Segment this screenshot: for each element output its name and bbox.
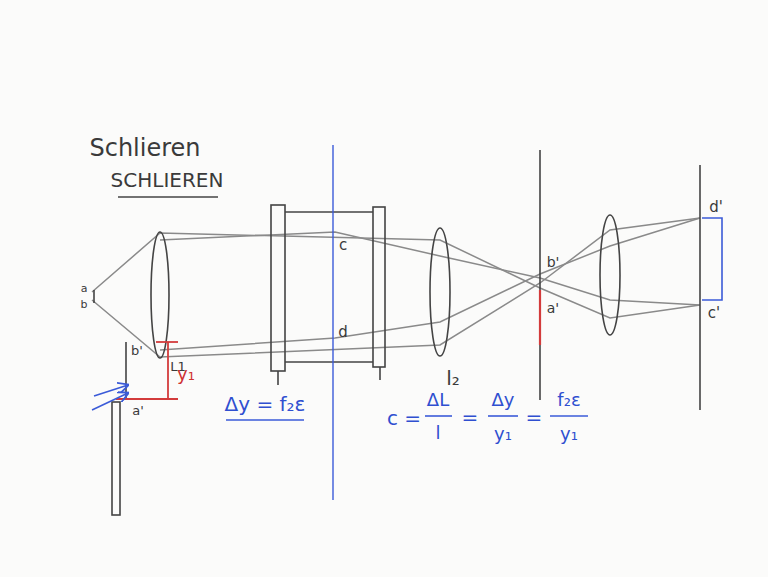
dimension-line xyxy=(167,342,169,400)
source-slit xyxy=(93,290,95,303)
equation: ΔL xyxy=(427,391,449,409)
equation: = xyxy=(526,407,543,427)
test-window xyxy=(271,205,285,371)
underline xyxy=(226,419,304,421)
fraction-bar xyxy=(550,415,588,417)
dimension-tick xyxy=(156,341,178,343)
slit-image xyxy=(125,342,127,400)
equation: l xyxy=(435,424,440,442)
point-label: a xyxy=(81,283,88,294)
underline xyxy=(118,196,218,198)
screen xyxy=(699,165,701,410)
fraction-bar xyxy=(488,415,518,417)
dimension-label: y₁ xyxy=(177,365,195,383)
point-label: c' xyxy=(708,306,720,321)
point-label: a' xyxy=(547,301,559,315)
equation: f₂ε xyxy=(557,391,580,409)
schlieren-plane xyxy=(332,145,333,500)
point-label: b' xyxy=(547,255,560,269)
image-bracket xyxy=(702,218,722,300)
cut-off-source-image xyxy=(539,290,541,345)
ray-arrow xyxy=(94,385,128,396)
equation: c = xyxy=(387,408,421,428)
heading: Schlieren xyxy=(89,136,200,160)
point-label: d' xyxy=(709,200,723,215)
equation: y₁ xyxy=(560,425,578,443)
knife-edge-plane xyxy=(539,150,541,400)
equation: = xyxy=(462,407,479,427)
dimension-tick xyxy=(116,398,178,400)
equation: y₁ xyxy=(494,425,512,443)
window-edge xyxy=(379,367,381,380)
point-label: b' xyxy=(131,344,143,357)
window-edge xyxy=(285,361,373,363)
test-window xyxy=(373,207,385,367)
fraction-bar xyxy=(425,415,452,417)
equation: Δy xyxy=(492,391,515,409)
point-label: c xyxy=(339,238,347,253)
point-label: d xyxy=(338,325,348,340)
lens xyxy=(600,215,620,335)
point-label: a' xyxy=(132,404,144,417)
knife-edge xyxy=(112,402,120,515)
equation: Δy = f₂ε xyxy=(225,394,306,414)
window-edge xyxy=(277,371,279,385)
window-edge xyxy=(285,211,373,213)
light-ray xyxy=(92,218,700,357)
lens-label: l₂ xyxy=(446,368,460,388)
point-label: b xyxy=(81,299,88,310)
heading: SCHLIEREN xyxy=(111,170,224,190)
lens xyxy=(430,228,450,356)
lens xyxy=(151,232,169,358)
